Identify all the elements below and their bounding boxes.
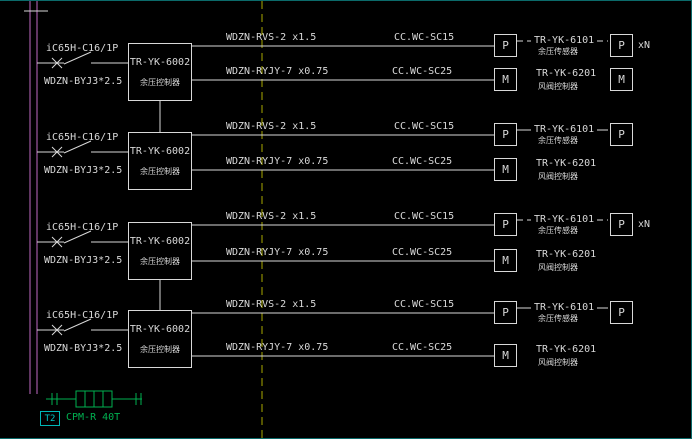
valve-controller-box: M [494, 249, 517, 272]
sensor-model-label: TR-YK-6101 [531, 124, 598, 135]
meter-symbol [46, 390, 142, 408]
feeder-cable-label: WDZN-BYJ3*2.5 [44, 343, 123, 354]
controller-model: TR-YK-6002 [129, 146, 191, 157]
breaker-label: iC65H-C16/1P [46, 222, 119, 233]
pressure-sensor-end-box: P [610, 301, 633, 324]
controller-name: 余压控制器 [140, 78, 180, 87]
block-3-wiring [37, 219, 608, 310]
block-1-wiring [37, 40, 608, 132]
sensor-cable-label: WDZN-RVS-2 x1.5 [226, 121, 317, 132]
pressure-sensor-box: P [494, 34, 517, 57]
sensor-conduit-label: CC.WC-SC15 [394, 121, 455, 132]
controller-box: TR-YK-6002 余压控制器 [128, 222, 192, 280]
pressure-sensor-box: P [494, 301, 517, 324]
breaker-label: iC65H-C16/1P [46, 132, 119, 143]
pressure-sensor-box: P [494, 213, 517, 236]
controller-name: 余压控制器 [140, 257, 180, 266]
sensor-model-label: TR-YK-6101 [531, 35, 598, 46]
sensor-conduit-label: CC.WC-SC15 [394, 211, 455, 222]
panel-device-label: CPM-R 40T [66, 412, 121, 423]
controller-name: 余压控制器 [140, 345, 180, 354]
sensor-model-label: TR-YK-6101 [531, 302, 598, 313]
valve-conduit-label: CC.WC-SC25 [392, 247, 453, 258]
valve-controller-end-box: M [610, 68, 633, 91]
sensor-cable-label: WDZN-RVS-2 x1.5 [226, 211, 317, 222]
panel-tag-label: T2 [44, 413, 56, 424]
sensor-conduit-label: CC.WC-SC15 [394, 299, 455, 310]
valve-cable-label: WDZN-RYJY-7 x0.75 [226, 156, 329, 167]
sensor-cable-label: WDZN-RVS-2 x1.5 [226, 299, 317, 310]
valve-name-label: 风阀控制器 [538, 172, 578, 181]
multiplier-label: xN [638, 40, 651, 51]
power-bus-lines [29, 1, 38, 394]
valve-controller-box: M [494, 344, 517, 367]
controller-name: 余压控制器 [140, 167, 180, 176]
valve-model-label: TR-YK-6201 [536, 68, 597, 79]
valve-model-label: TR-YK-6201 [536, 249, 597, 260]
valve-conduit-label: CC.WC-SC25 [392, 156, 453, 167]
pressure-sensor-end-box: P [610, 123, 633, 146]
controller-box: TR-YK-6002 余压控制器 [128, 43, 192, 101]
valve-conduit-label: CC.WC-SC25 [392, 342, 453, 353]
feeder-cable-label: WDZN-BYJ3*2.5 [44, 165, 123, 176]
pressure-sensor-box: P [494, 123, 517, 146]
valve-cable-label: WDZN-RYJY-7 x0.75 [226, 247, 329, 258]
sensor-name-label: 余压传感器 [535, 314, 581, 323]
multiplier-label: xN [638, 219, 651, 230]
sensor-name-label: 余压传感器 [535, 136, 581, 145]
controller-model: TR-YK-6002 [129, 57, 191, 68]
valve-controller-box: M [494, 68, 517, 91]
sensor-name-label: 余压传感器 [535, 226, 581, 235]
valve-conduit-label: CC.WC-SC25 [392, 66, 453, 77]
controller-model: TR-YK-6002 [129, 324, 191, 335]
breaker-label: iC65H-C16/1P [46, 310, 119, 321]
valve-cable-label: WDZN-RYJY-7 x0.75 [226, 66, 329, 77]
sensor-conduit-label: CC.WC-SC15 [394, 32, 455, 43]
pressure-sensor-end-box: P [610, 213, 633, 236]
valve-name-label: 风阀控制器 [538, 263, 578, 272]
feeder-cable-label: WDZN-BYJ3*2.5 [44, 255, 123, 266]
sensor-cable-label: WDZN-RVS-2 x1.5 [226, 32, 317, 43]
valve-cable-label: WDZN-RYJY-7 x0.75 [226, 342, 329, 353]
valve-model-label: TR-YK-6201 [536, 158, 597, 169]
valve-name-label: 风阀控制器 [538, 358, 578, 367]
sensor-name-label: 余压传感器 [535, 47, 581, 56]
controller-model: TR-YK-6002 [129, 236, 191, 247]
pressure-sensor-end-box: P [610, 34, 633, 57]
sensor-model-label: TR-YK-6101 [531, 214, 598, 225]
controller-box: TR-YK-6002 余压控制器 [128, 132, 192, 190]
valve-controller-box: M [494, 158, 517, 181]
valve-model-label: TR-YK-6201 [536, 344, 597, 355]
controller-box: TR-YK-6002 余压控制器 [128, 310, 192, 368]
breaker-label: iC65H-C16/1P [46, 43, 119, 54]
valve-name-label: 风阀控制器 [538, 82, 578, 91]
panel-tag-box: T2 [40, 411, 60, 426]
feeder-cable-label: WDZN-BYJ3*2.5 [44, 76, 123, 87]
